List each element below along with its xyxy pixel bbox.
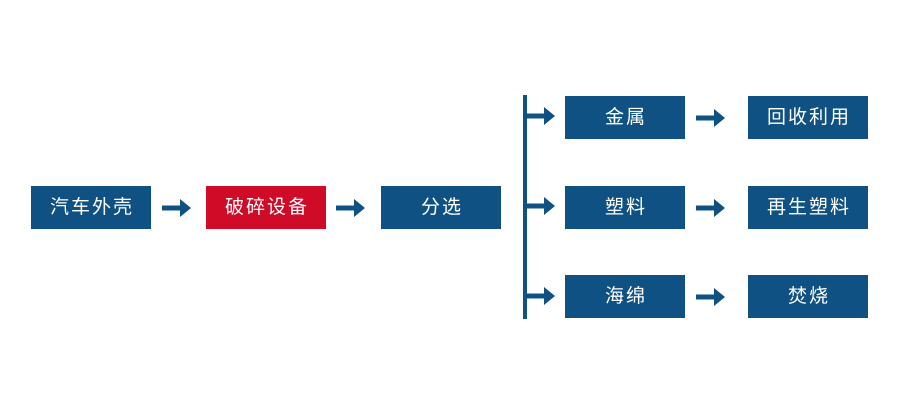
arrow-right-icon-branch-sponge (526, 285, 556, 309)
node-outcome-recycle[interactable]: 回收利用 (748, 96, 868, 139)
node-crusher-label: 破碎设备 (224, 196, 309, 218)
node-input-label: 汽车外壳 (49, 196, 134, 218)
node-input[interactable]: 汽车外壳 (31, 186, 151, 229)
arrow-right-icon-plastic-to-regranulate (694, 186, 728, 229)
arrow-right-icon-branch-metal (526, 105, 556, 129)
arrow-right-icon-input-to-crusher (160, 186, 194, 229)
arrow-right-icon-crusher-to-sorting (334, 186, 368, 229)
arrow-right-icon-branch-plastic (526, 195, 556, 219)
node-outcome-regranulate[interactable]: 再生塑料 (748, 186, 868, 229)
branch-bus-line (523, 95, 527, 319)
node-material-sponge-label: 海绵 (604, 285, 647, 307)
node-outcome-incineration[interactable]: 焚烧 (748, 275, 868, 318)
node-outcome-regranulate-label: 再生塑料 (766, 196, 851, 218)
arrow-right-icon-sponge-to-incineration (694, 275, 728, 318)
node-outcome-recycle-label: 回收利用 (766, 106, 851, 128)
node-outcome-incineration-label: 焚烧 (787, 285, 830, 307)
arrow-right-icon-metal-to-recycle (694, 96, 728, 139)
node-material-metal-label: 金属 (604, 106, 647, 128)
node-crusher[interactable]: 破碎设备 (206, 186, 326, 229)
node-material-plastic-label: 塑料 (604, 196, 647, 218)
node-sorting[interactable]: 分选 (381, 186, 501, 229)
node-material-metal[interactable]: 金属 (565, 96, 685, 139)
node-material-sponge[interactable]: 海绵 (565, 275, 685, 318)
node-sorting-label: 分选 (420, 196, 463, 218)
node-material-plastic[interactable]: 塑料 (565, 186, 685, 229)
